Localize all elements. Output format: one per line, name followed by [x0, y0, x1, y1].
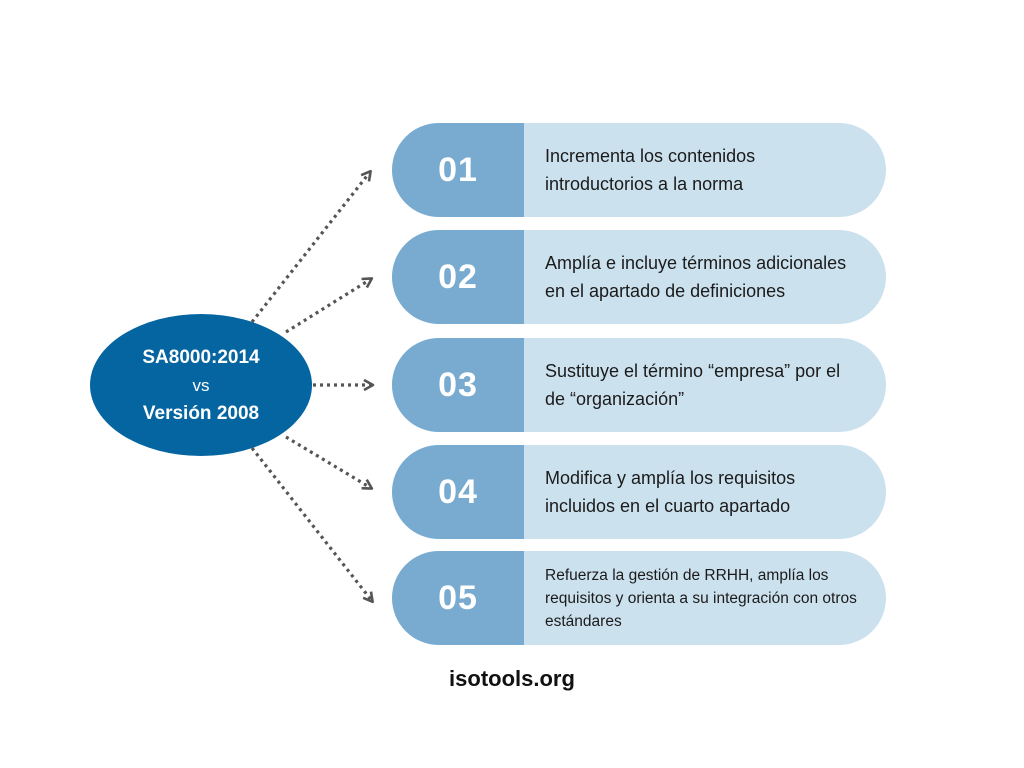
change-item-01: 01 Incrementa los contenidos introductor…: [392, 123, 886, 217]
arrow-to-item-05: [250, 447, 372, 601]
item-number: 04: [392, 445, 524, 539]
item-text: Modifica y amplía los requisitos incluid…: [545, 468, 796, 516]
arrow-to-item-04: [285, 435, 371, 488]
comparison-hub: SA8000:2014 vs Versión 2008: [90, 314, 312, 456]
item-number: 01: [392, 123, 524, 217]
footer-site-label: isotools.org: [449, 666, 575, 691]
item-text: Amplía e incluye términos adicionales en…: [545, 253, 847, 301]
item-number: 03: [392, 338, 524, 432]
hub-title-2008: Versión 2008: [142, 402, 260, 424]
item-text: Refuerza la gestión de RRHH, amplía los …: [545, 566, 857, 630]
change-item-03: 03 Sustituye el término “empresa” por el…: [392, 338, 886, 432]
item-text: Incrementa los contenidos introductorios…: [545, 146, 756, 194]
change-item-05: 05 Refuerza la gestión de RRHH, amplía l…: [392, 551, 886, 645]
arrow-to-item-01: [250, 172, 370, 323]
item-number: 05: [392, 551, 524, 645]
change-item-02: 02 Amplía e incluye términos adicionales…: [392, 230, 886, 324]
hub-title-2014: SA8000:2014: [142, 346, 260, 368]
item-text: Sustituye el término “empresa” por el de…: [545, 361, 841, 409]
item-number: 02: [392, 230, 524, 324]
arrow-to-item-02: [285, 279, 371, 334]
change-item-04: 04 Modifica y amplía los requisitos incl…: [392, 445, 886, 539]
hub-vs-label: vs: [192, 375, 210, 395]
